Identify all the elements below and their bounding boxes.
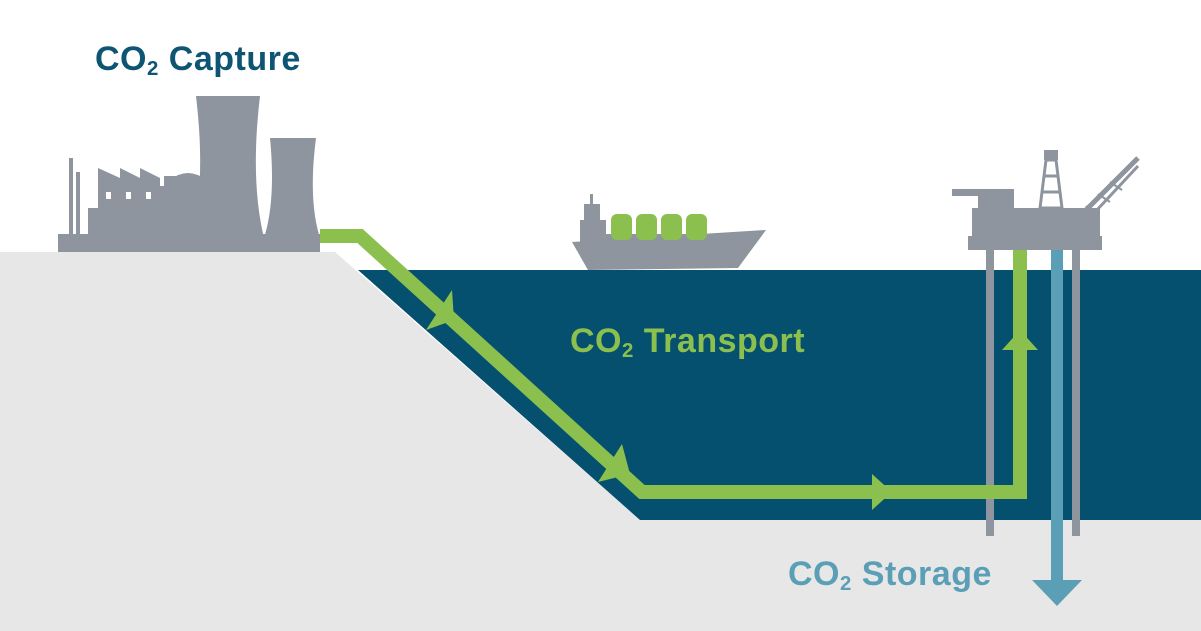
ship-icon: [572, 194, 766, 270]
storage-title: CO2 Storage: [788, 555, 992, 596]
transport-pipeline: [320, 229, 1027, 499]
crane-icon: [1068, 156, 1140, 228]
land-terrain: [0, 252, 1201, 631]
cooling-tower-icon: [192, 96, 320, 238]
capture-title: CO2 Capture: [95, 40, 301, 81]
pipeline-flow-arrows: [426, 290, 1038, 510]
flow-arrow-icon: [1032, 580, 1082, 606]
co2-tanks: [611, 214, 707, 240]
flow-arrow-icon: [598, 444, 630, 482]
factory-windows: [106, 192, 151, 199]
flow-arrow-icon: [426, 290, 454, 330]
factory-icon: [58, 158, 320, 252]
flow-arrow-icon: [872, 474, 892, 510]
flow-arrow-icon: [1002, 330, 1038, 350]
offshore-platform-icon: [952, 150, 1102, 536]
transport-title: CO2 Transport: [570, 322, 806, 363]
storage-well: [1032, 250, 1082, 606]
